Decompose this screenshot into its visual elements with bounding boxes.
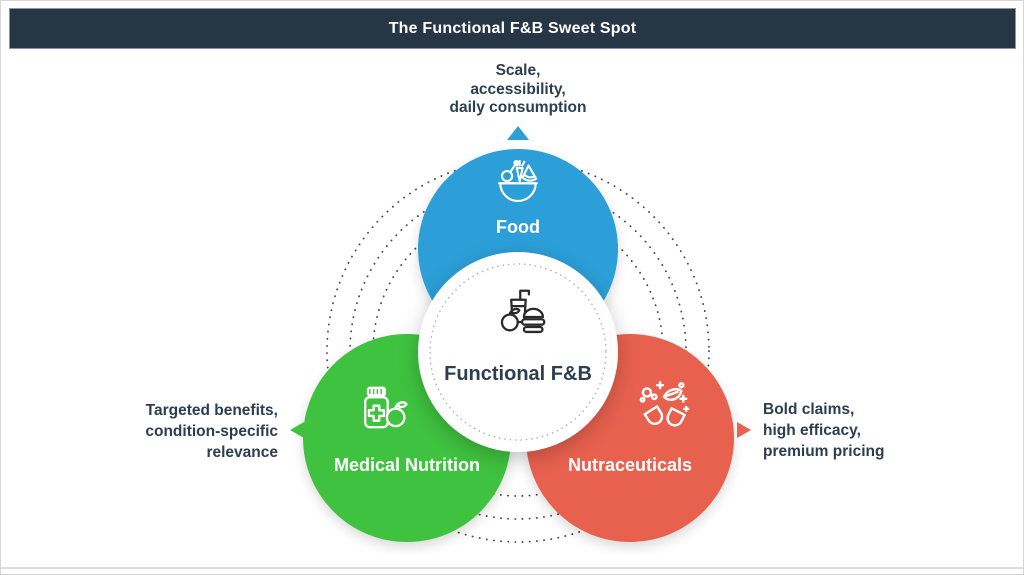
title-bar: The Functional F&B Sweet Spot xyxy=(9,8,1016,49)
functional-fb-circle: Functional F&B xyxy=(418,252,618,452)
inner-dotted-ring xyxy=(429,263,607,441)
nutraceuticals-annotation: Bold claims, high efficacy, premium pric… xyxy=(763,399,948,462)
functional-fb-label: Functional F&B xyxy=(418,362,618,386)
annotation-line: condition-specific xyxy=(145,423,278,440)
food-annotation: Scale, accessibility, daily consumption xyxy=(388,62,648,118)
annotation-line: premium pricing xyxy=(763,443,885,460)
annotation-line: Bold claims, xyxy=(763,401,855,418)
annotation-line: high efficacy, xyxy=(763,422,861,439)
medical-annotation: Targeted benefits, condition-specific re… xyxy=(93,400,278,463)
nutraceuticals-pointer-triangle xyxy=(737,422,751,438)
pill-bottle-apple-icon xyxy=(353,378,413,438)
annotation-line: relevance xyxy=(206,444,278,461)
nutraceuticals-label: Nutraceuticals xyxy=(567,455,693,475)
capsules-leaf-icon xyxy=(630,376,692,438)
annotation-line: Targeted benefits, xyxy=(145,402,278,419)
page-title: The Functional F&B Sweet Spot xyxy=(388,19,637,37)
medical-pointer-triangle xyxy=(290,422,304,438)
annotation-line: Scale, xyxy=(495,62,541,79)
drink-burger-apple-icon xyxy=(489,283,547,341)
functional-fb-label-line2: F&B xyxy=(550,363,592,385)
bottom-divider xyxy=(1,567,1023,569)
annotation-line: daily consumption xyxy=(449,99,587,116)
annotation-line: accessibility, xyxy=(470,80,566,98)
food-pointer-triangle xyxy=(507,126,529,140)
food-label: Food xyxy=(496,217,540,237)
functional-fb-label-line1: Functional xyxy=(444,363,546,385)
medical-nutrition-label: Medical Nutrition xyxy=(333,455,480,475)
food-bowl-icon xyxy=(491,155,545,209)
